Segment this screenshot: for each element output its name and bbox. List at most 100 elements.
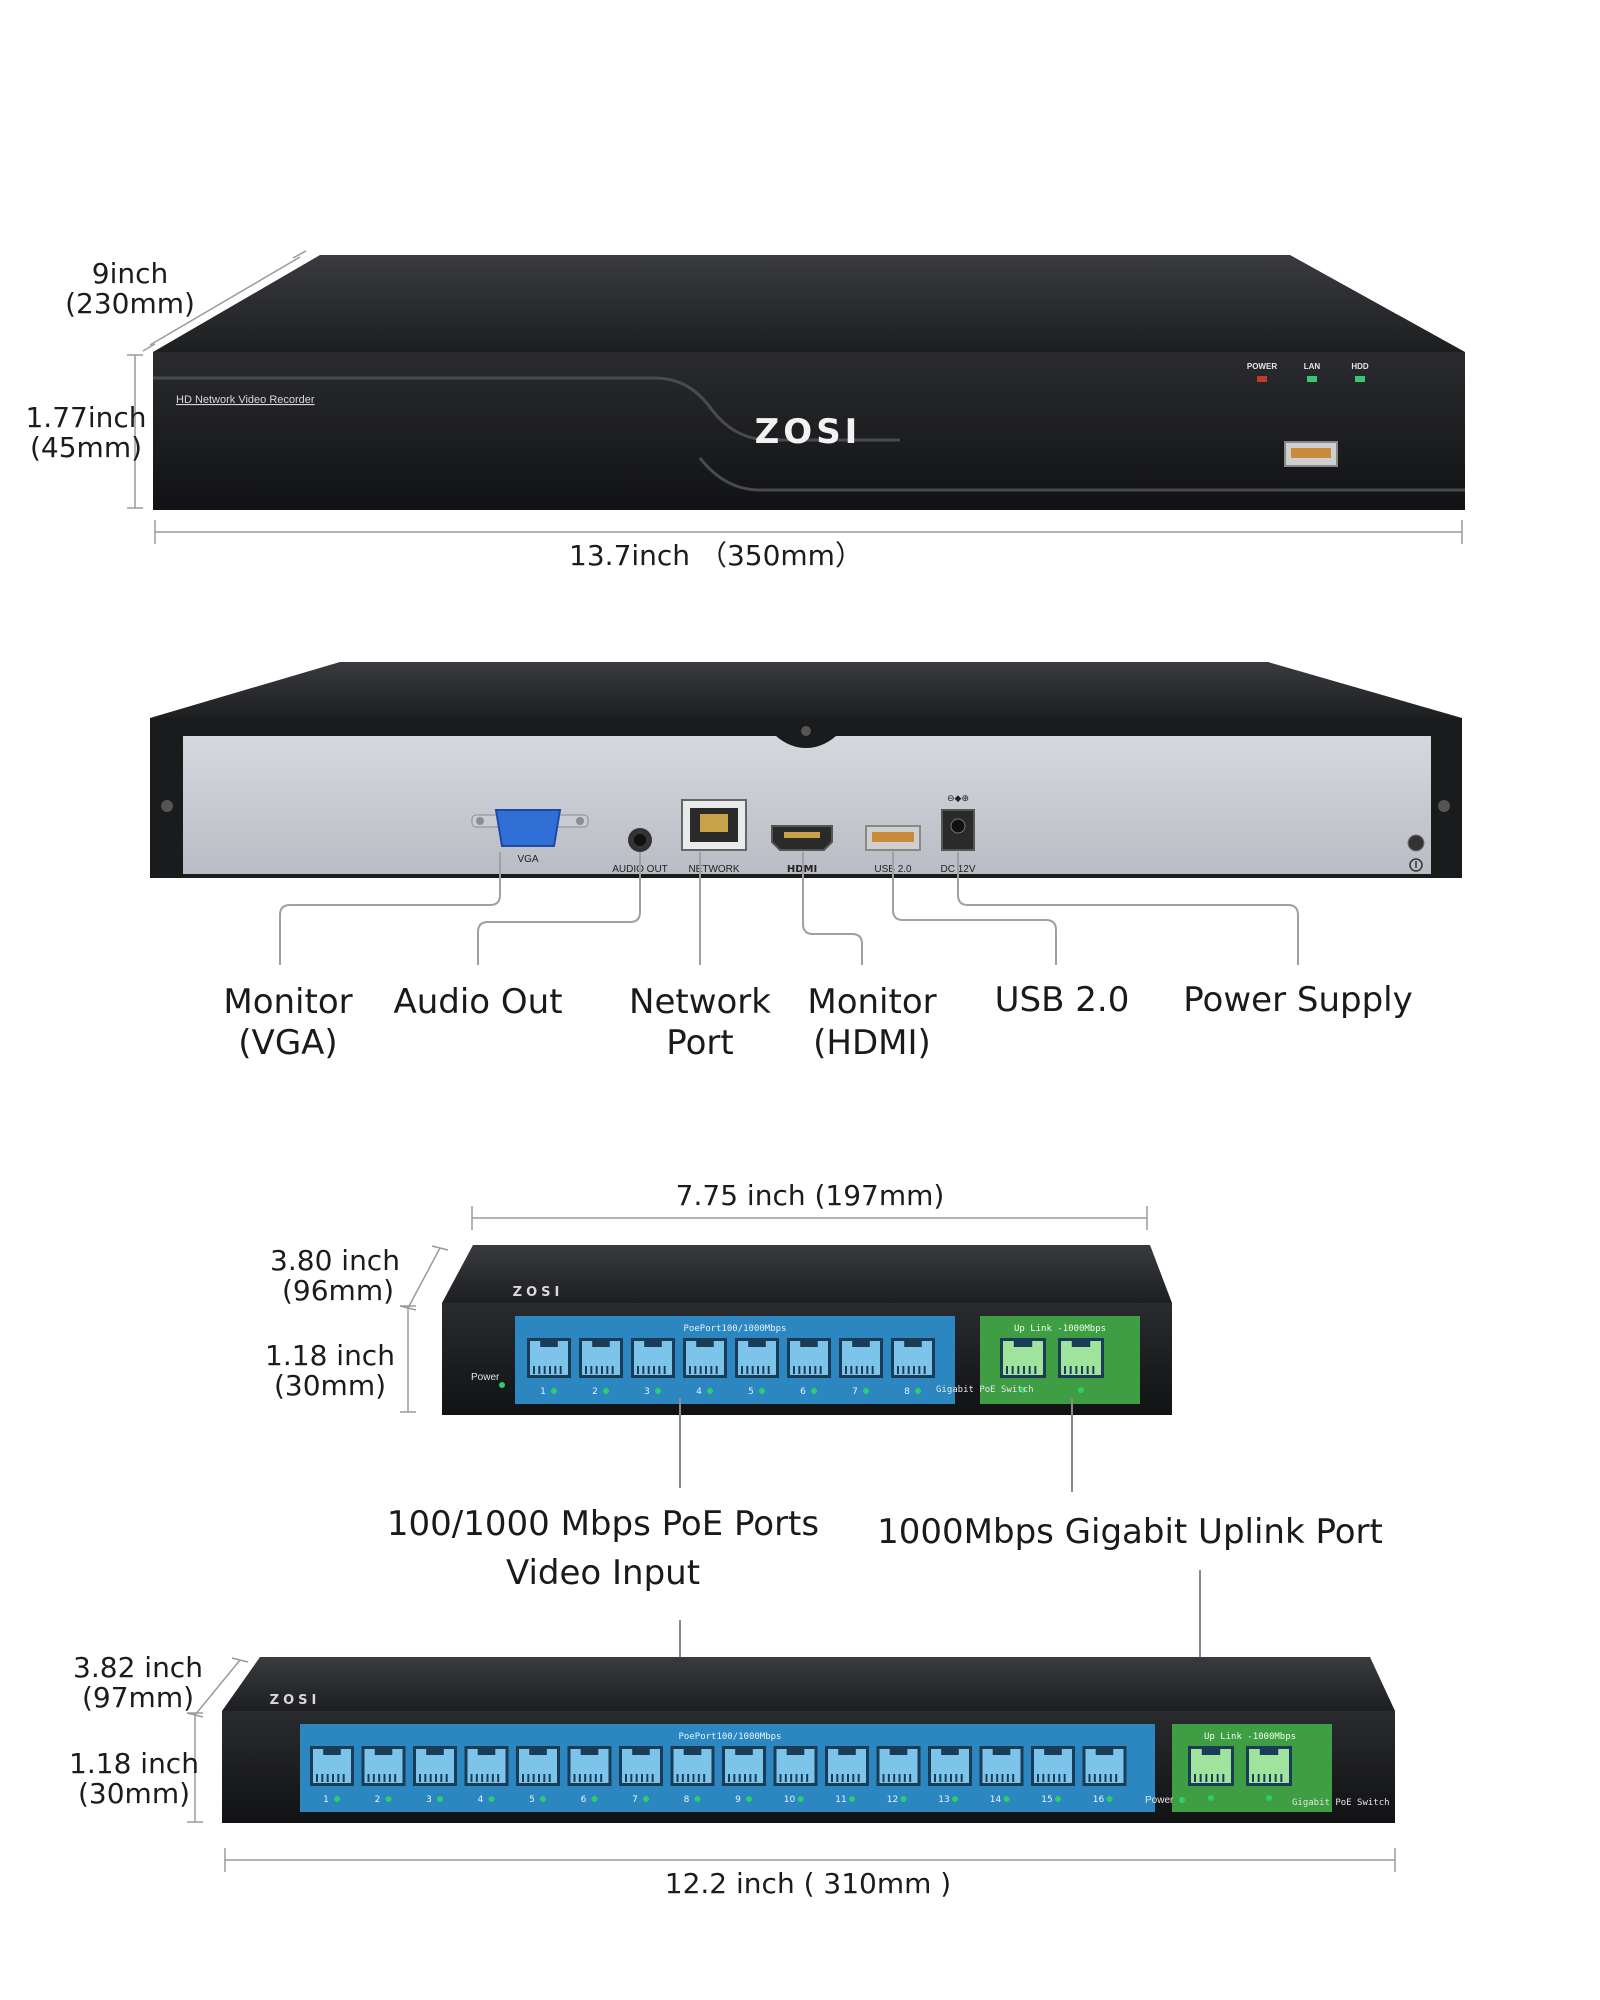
audio-out-port: [628, 828, 652, 852]
switch16-port-16: [1082, 1746, 1127, 1786]
switch16-port-number: 5: [529, 1795, 535, 1805]
callout-power-supply-line1: Power Supply: [1183, 980, 1413, 1020]
nvr-brand-logo: ZOSI: [755, 412, 862, 452]
callout-monitor-hdmi-line1: Monitor: [807, 982, 937, 1022]
callout-audio-out: Audio Out: [393, 982, 562, 1023]
switch8-port-led: [707, 1388, 713, 1394]
switch8-port-7: [839, 1338, 883, 1378]
hdmi-port: [771, 825, 833, 851]
switch8-port-led: [551, 1388, 557, 1394]
nvr-front-curve-lower: [698, 457, 1465, 492]
switch8-uplink-port: [1058, 1338, 1104, 1378]
switch16-port-number: 12: [887, 1795, 898, 1805]
nvr-front-curve: [153, 376, 900, 442]
callout-network-port-line2: Port: [666, 1022, 734, 1063]
switch8-depth-mm: (96mm): [281, 1274, 395, 1307]
switch16-port-led: [797, 1796, 804, 1802]
switch8-port-number: 7: [852, 1387, 858, 1397]
switch16-port-7: [619, 1746, 663, 1786]
switch16-port-led: [1003, 1796, 1010, 1802]
switch8-port-led: [655, 1388, 661, 1394]
switch16-port-number: 16: [1093, 1795, 1105, 1805]
switch8-top-face: [442, 1245, 1172, 1303]
callout-usb: USB 2.0: [995, 980, 1130, 1021]
nvr-front-usb-port: [1284, 441, 1338, 467]
switch8-uplink-ports: [1000, 1338, 1104, 1393]
switch16-port-15: [1031, 1746, 1075, 1786]
switch16-port-led: [385, 1796, 392, 1802]
switch8-height-inch: 1.18 inch: [265, 1339, 395, 1372]
switch8-port-3: [631, 1338, 675, 1378]
nvr-model-label: HD Network Video Recorder: [176, 394, 315, 406]
switch8-uplink-led: [1078, 1387, 1084, 1393]
nvr-rear-leader-lines: [279, 852, 1299, 965]
switch16-port-5: [516, 1746, 560, 1786]
switch16-port-8: [670, 1746, 715, 1786]
callout-network-port-line1: Network: [629, 982, 771, 1022]
switch16-uplink-port: [1188, 1746, 1234, 1786]
leader-audio: [477, 852, 641, 965]
switch16-uplink-led: [1266, 1795, 1272, 1801]
nvr-rear: VGA AUDIO OUT NETWORK HDMI USB 2.0 ⊖◆⊕ D…: [150, 662, 1462, 878]
callout-monitor-vga: Monitor (VGA): [223, 982, 352, 1064]
nvr-led-hdd-label: HDD: [1351, 362, 1369, 371]
switch8-port-2: [579, 1338, 623, 1378]
switch16-power-label: Power: [1145, 1795, 1174, 1806]
dc-polarity-symbol: ⊖◆⊕: [947, 794, 969, 804]
switch16-depth-mm: (97mm): [81, 1681, 195, 1714]
switch16-port-led: [540, 1796, 546, 1802]
leader-usb: [892, 852, 1057, 965]
switch8-port-6: [787, 1338, 831, 1378]
switch16-port-led: [488, 1796, 495, 1802]
switch16-port-number: 11: [835, 1795, 846, 1805]
screw-left: [161, 800, 173, 812]
screw-right: [1438, 800, 1450, 812]
switch16-model-label: Gigabit PoE Switch: [1292, 1798, 1390, 1808]
switch16-width: 12.2 inch ( 310mm ): [664, 1867, 952, 1900]
switch8-width: 7.75 inch (197mm): [675, 1179, 945, 1212]
vga-label: VGA: [517, 854, 538, 865]
switch8-port-number: 5: [748, 1387, 754, 1397]
callout-audio-out-line1: Audio Out: [393, 982, 563, 1022]
switch8-port-number: 2: [592, 1387, 598, 1397]
switch8-port-number: 1: [540, 1387, 546, 1397]
switch16-uplink-port: [1246, 1746, 1292, 1786]
switch8-port-number: 4: [696, 1387, 702, 1397]
switch16-depth-inch: 3.82 inch: [73, 1651, 203, 1684]
switch16-port-number: 3: [426, 1795, 432, 1805]
switch16-uplink-label: Up Link -1000Mbps: [1204, 1732, 1296, 1742]
network-port: [681, 799, 747, 851]
switch8-port-led: [603, 1388, 609, 1394]
switch16-port-11: [825, 1746, 869, 1786]
callout-network-port: Network Port: [629, 982, 771, 1064]
switch8-port-led: [863, 1388, 869, 1394]
switch16-port-number: 14: [990, 1795, 1002, 1805]
nvr-rear-notch: [776, 736, 836, 748]
nvr-depth-inch: 9inch: [91, 257, 169, 290]
switch16-height-inch: 1.18 inch: [69, 1747, 199, 1780]
ground-terminal: [1407, 834, 1425, 872]
callout-usb-line1: USB 2.0: [994, 980, 1130, 1020]
nvr-width: 13.7inch （350mm）: [569, 539, 863, 572]
switch16-top-face: [222, 1657, 1395, 1711]
nvr-led-hdd: [1355, 376, 1365, 382]
nvr-height-mm: (45mm): [29, 431, 143, 464]
switch16-port-number: 13: [938, 1795, 949, 1805]
switch8-uplink-port: [1000, 1338, 1046, 1378]
nvr-led-lan: [1307, 376, 1317, 382]
switch16-port-led: [437, 1796, 443, 1802]
switch16-port-13: [928, 1746, 972, 1786]
switch16-port-number: 6: [581, 1795, 587, 1805]
switch8-model-label: Gigabit PoE Switch: [936, 1385, 1034, 1395]
switch8-port-number: 8: [904, 1387, 910, 1397]
switch8-port-1: [527, 1338, 571, 1378]
switch8-port-led: [759, 1388, 765, 1394]
switch16-port-led: [746, 1796, 752, 1802]
nvr-led-power: [1257, 376, 1267, 382]
switch16-port-number: 8: [684, 1795, 690, 1805]
network-label: NETWORK: [688, 864, 739, 875]
switch8-port-number: 6: [800, 1387, 806, 1397]
switch16-port-number: 7: [632, 1795, 638, 1805]
